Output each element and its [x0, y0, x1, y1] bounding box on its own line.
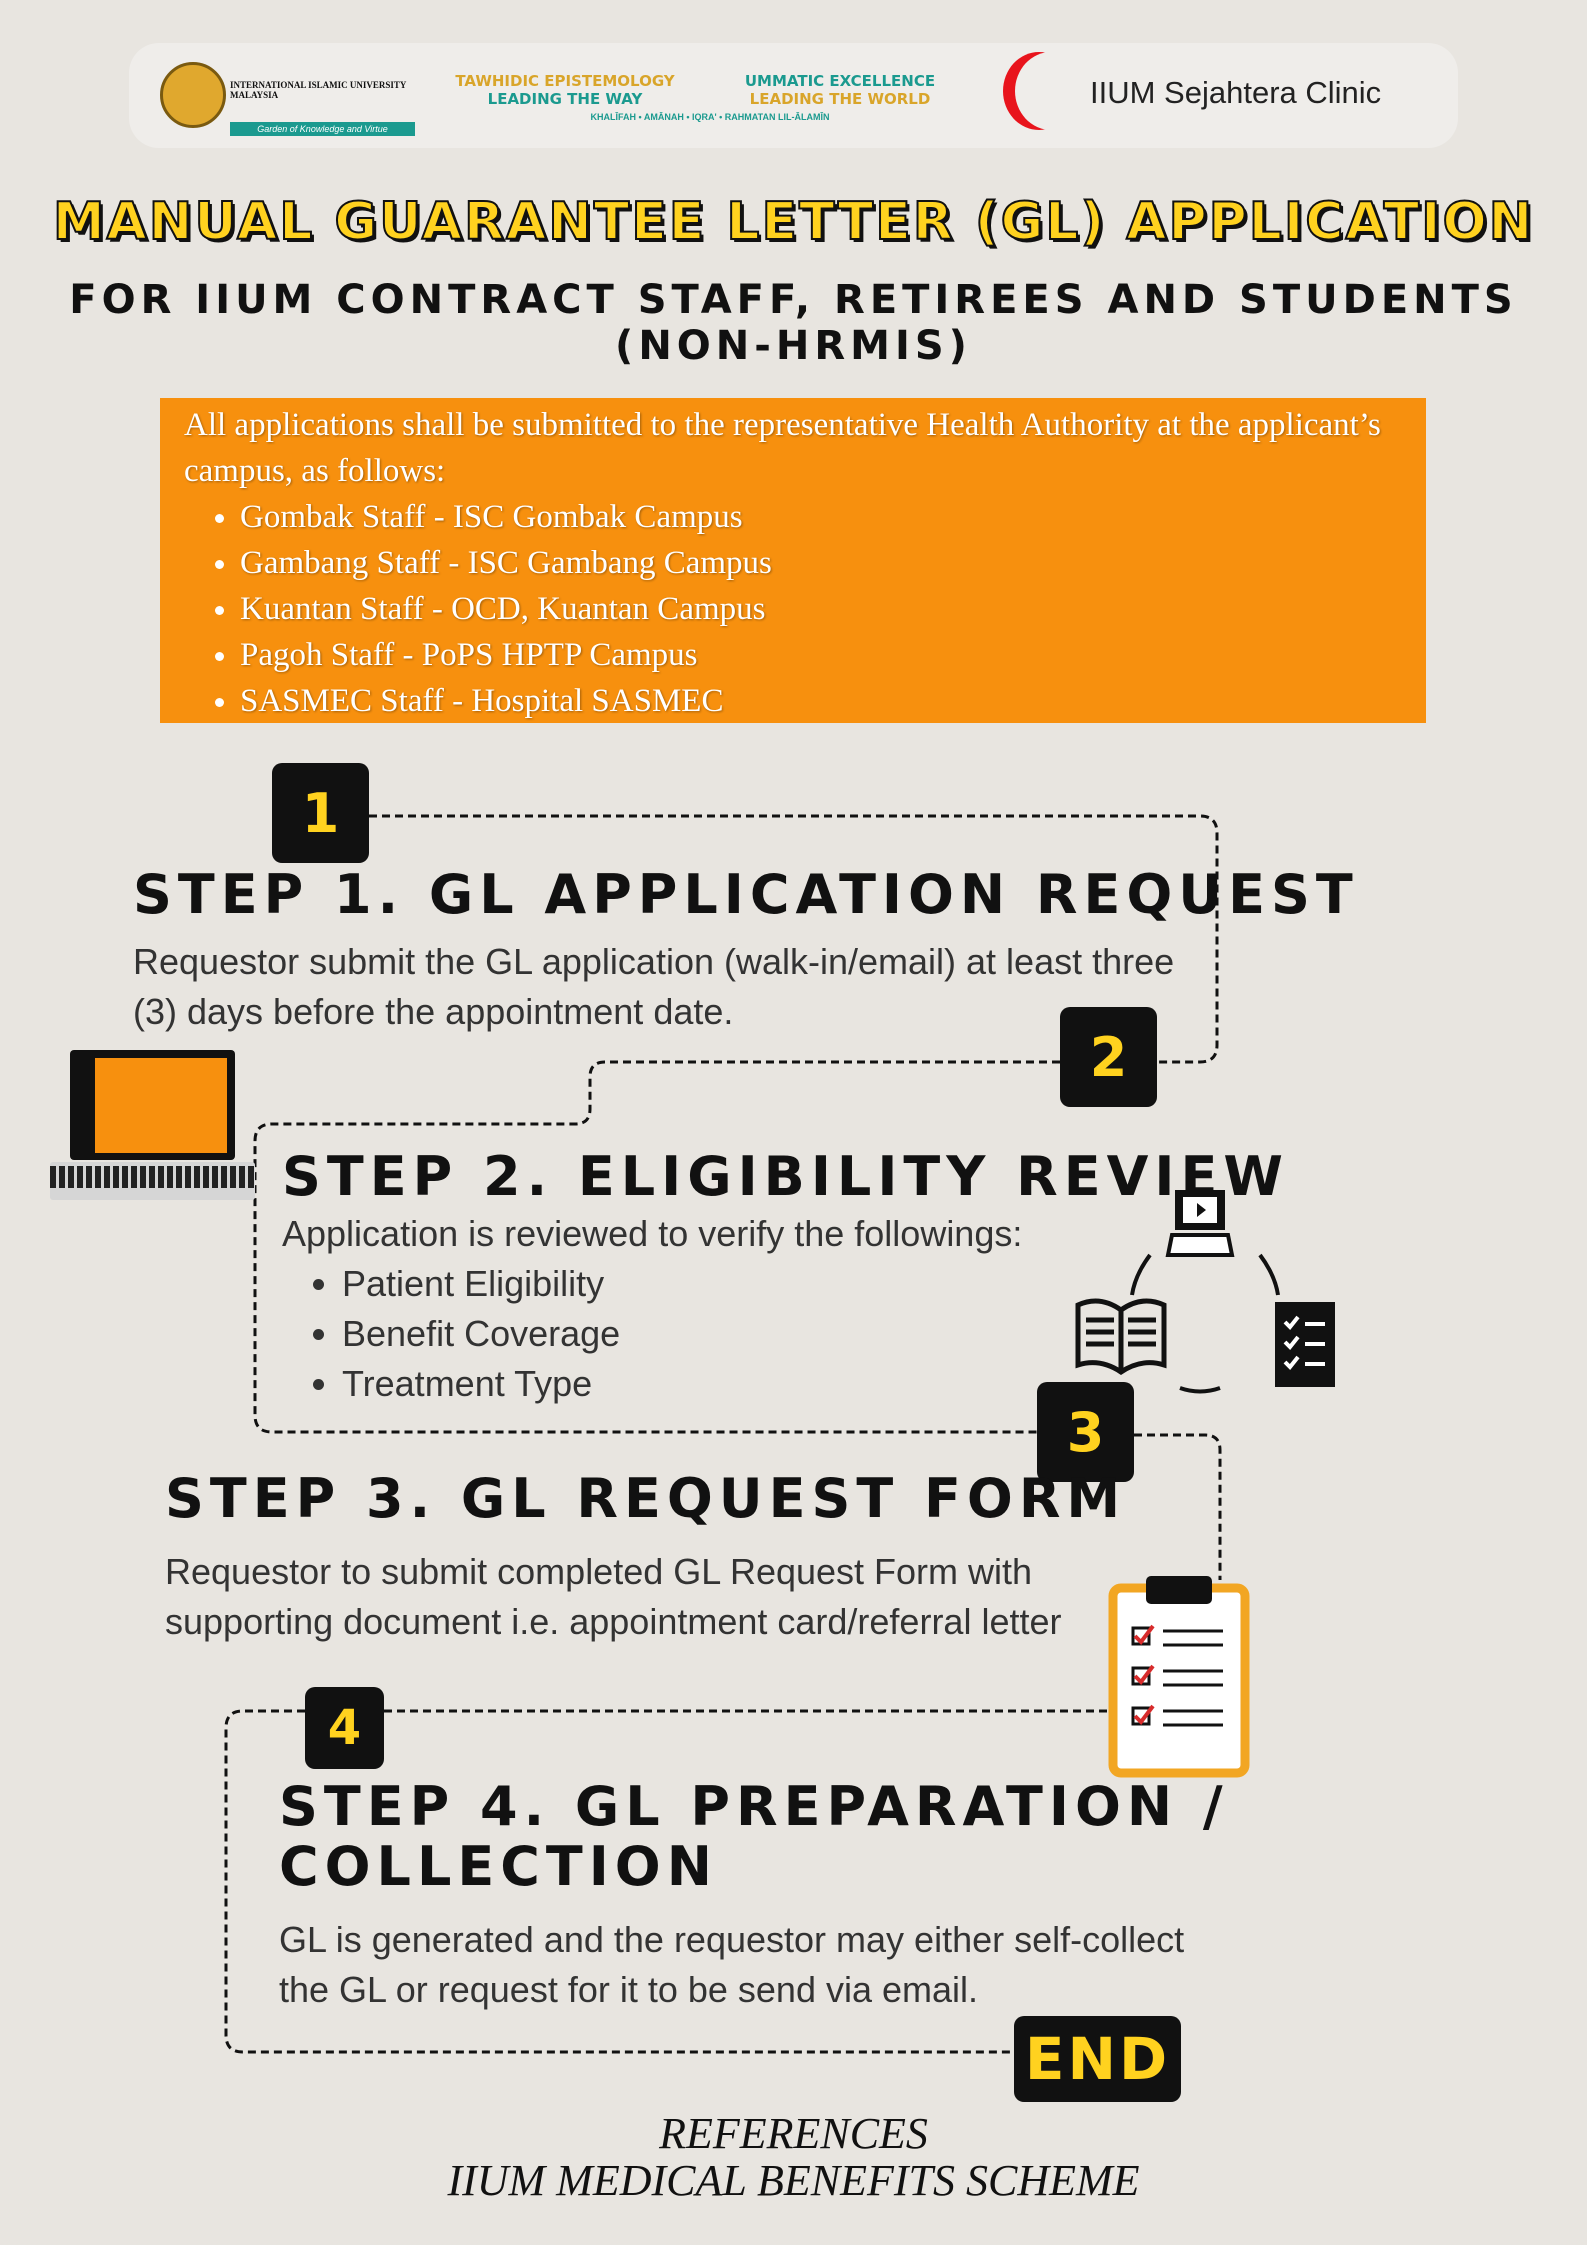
eligibility-item: Benefit Coverage	[342, 1309, 1082, 1359]
checklist-icon	[1275, 1302, 1335, 1387]
step-3-title: STEP 3. GL REQUEST FORM	[165, 1467, 1127, 1530]
cycle-arc-bottom	[1179, 1386, 1221, 1394]
connector-1-2	[369, 814, 1219, 1064]
iium-emblem-icon	[160, 62, 226, 128]
laptop-icon	[40, 1050, 262, 1203]
notice-intro: All applications shall be submitted to t…	[184, 407, 1381, 489]
cycle-arc-left	[1130, 1253, 1152, 1296]
step-1-badge: 1	[272, 763, 369, 863]
connector-2-3	[253, 1060, 1060, 1434]
computer-icon	[1165, 1190, 1235, 1257]
slogan-2-line2: LEADING THE WORLD	[749, 90, 931, 108]
eligibility-item: Patient Eligibility	[342, 1259, 1082, 1309]
iium-tagline: Garden of Knowledge and Virtue	[230, 122, 415, 136]
step-4-body: GL is generated and the requestor may ei…	[279, 1919, 1185, 2010]
notice-item: Gambang Staff - ISC Gambang Campus	[240, 540, 1402, 586]
clinic-name: IIUM Sejahtera Clinic	[1090, 75, 1382, 110]
slogan-1-line1: TAWHIDIC EPISTEMOLOGY	[455, 72, 675, 90]
connector-4-end	[224, 1709, 1014, 2054]
cycle-arc-right	[1258, 1253, 1280, 1296]
references-source: IIUM MEDICAL BENEFITS SCHEME	[447, 2156, 1140, 2205]
slogan-1: TAWHIDIC EPISTEMOLOGY LEADING THE WAY	[435, 72, 695, 108]
step-2-badge: 2	[1060, 1007, 1157, 1107]
slogan-2-line1: UMMATIC EXCELLENCE	[744, 72, 936, 90]
submission-notice: All applications shall be submitted to t…	[160, 398, 1426, 723]
step-4-title-line1: STEP 4. GL PREPARATION /	[279, 1775, 1229, 1838]
review-cycle-icons	[1075, 1190, 1335, 1394]
slogan-values: KHALĪFAH • AMĀNAH • IQRA' • RAHMATAN LIL…	[590, 112, 830, 122]
page-title: MANUAL GUARANTEE LETTER (GL) APPLICATION	[52, 191, 1535, 253]
notice-item: Kuantan Staff - OCD, Kuantan Campus	[240, 586, 1402, 632]
slogan-2: UMMATIC EXCELLENCE LEADING THE WORLD	[705, 72, 975, 108]
clipboard-checklist-icon	[1108, 1576, 1250, 1778]
step-2-body: Application is reviewed to verify the fo…	[282, 1209, 1082, 1409]
step-3-body: Requestor to submit completed GL Request…	[165, 1551, 1062, 1642]
end-badge: END	[1014, 2016, 1181, 2102]
step-2-title: STEP 2. ELIGIBILITY REVIEW	[282, 1145, 1289, 1208]
iium-logo-text: INTERNATIONAL ISLAMIC UNIVERSITY MALAYSI…	[230, 80, 407, 100]
connector-3-4	[1134, 1433, 1222, 1580]
step-1-body: Requestor submit the GL application (wal…	[133, 941, 1175, 1032]
step-4-title-line2: COLLECTION	[279, 1835, 718, 1898]
notice-item: SASMEC Staff - Hospital SASMEC	[240, 678, 1402, 724]
notice-item: Pagoh Staff - PoPS HPTP Campus	[240, 632, 1402, 678]
step-2-intro: Application is reviewed to verify the fo…	[282, 1213, 1023, 1254]
references-heading: REFERENCES	[659, 2109, 928, 2158]
book-icon	[1075, 1298, 1167, 1376]
step-1-title: STEP 1. GL APPLICATION REQUEST	[133, 863, 1359, 926]
eligibility-item: Treatment Type	[342, 1359, 1082, 1409]
step-4-badge: 4	[305, 1687, 384, 1769]
page-subtitle-line2: (NON-HRMIS)	[615, 323, 972, 369]
slogan-1-line2: LEADING THE WAY	[487, 90, 643, 108]
step-3-badge: 3	[1037, 1382, 1134, 1482]
notice-item: Gombak Staff - ISC Gombak Campus	[240, 494, 1402, 540]
page-subtitle-line1: FOR IIUM CONTRACT STAFF, RETIREES AND ST…	[69, 277, 1518, 323]
